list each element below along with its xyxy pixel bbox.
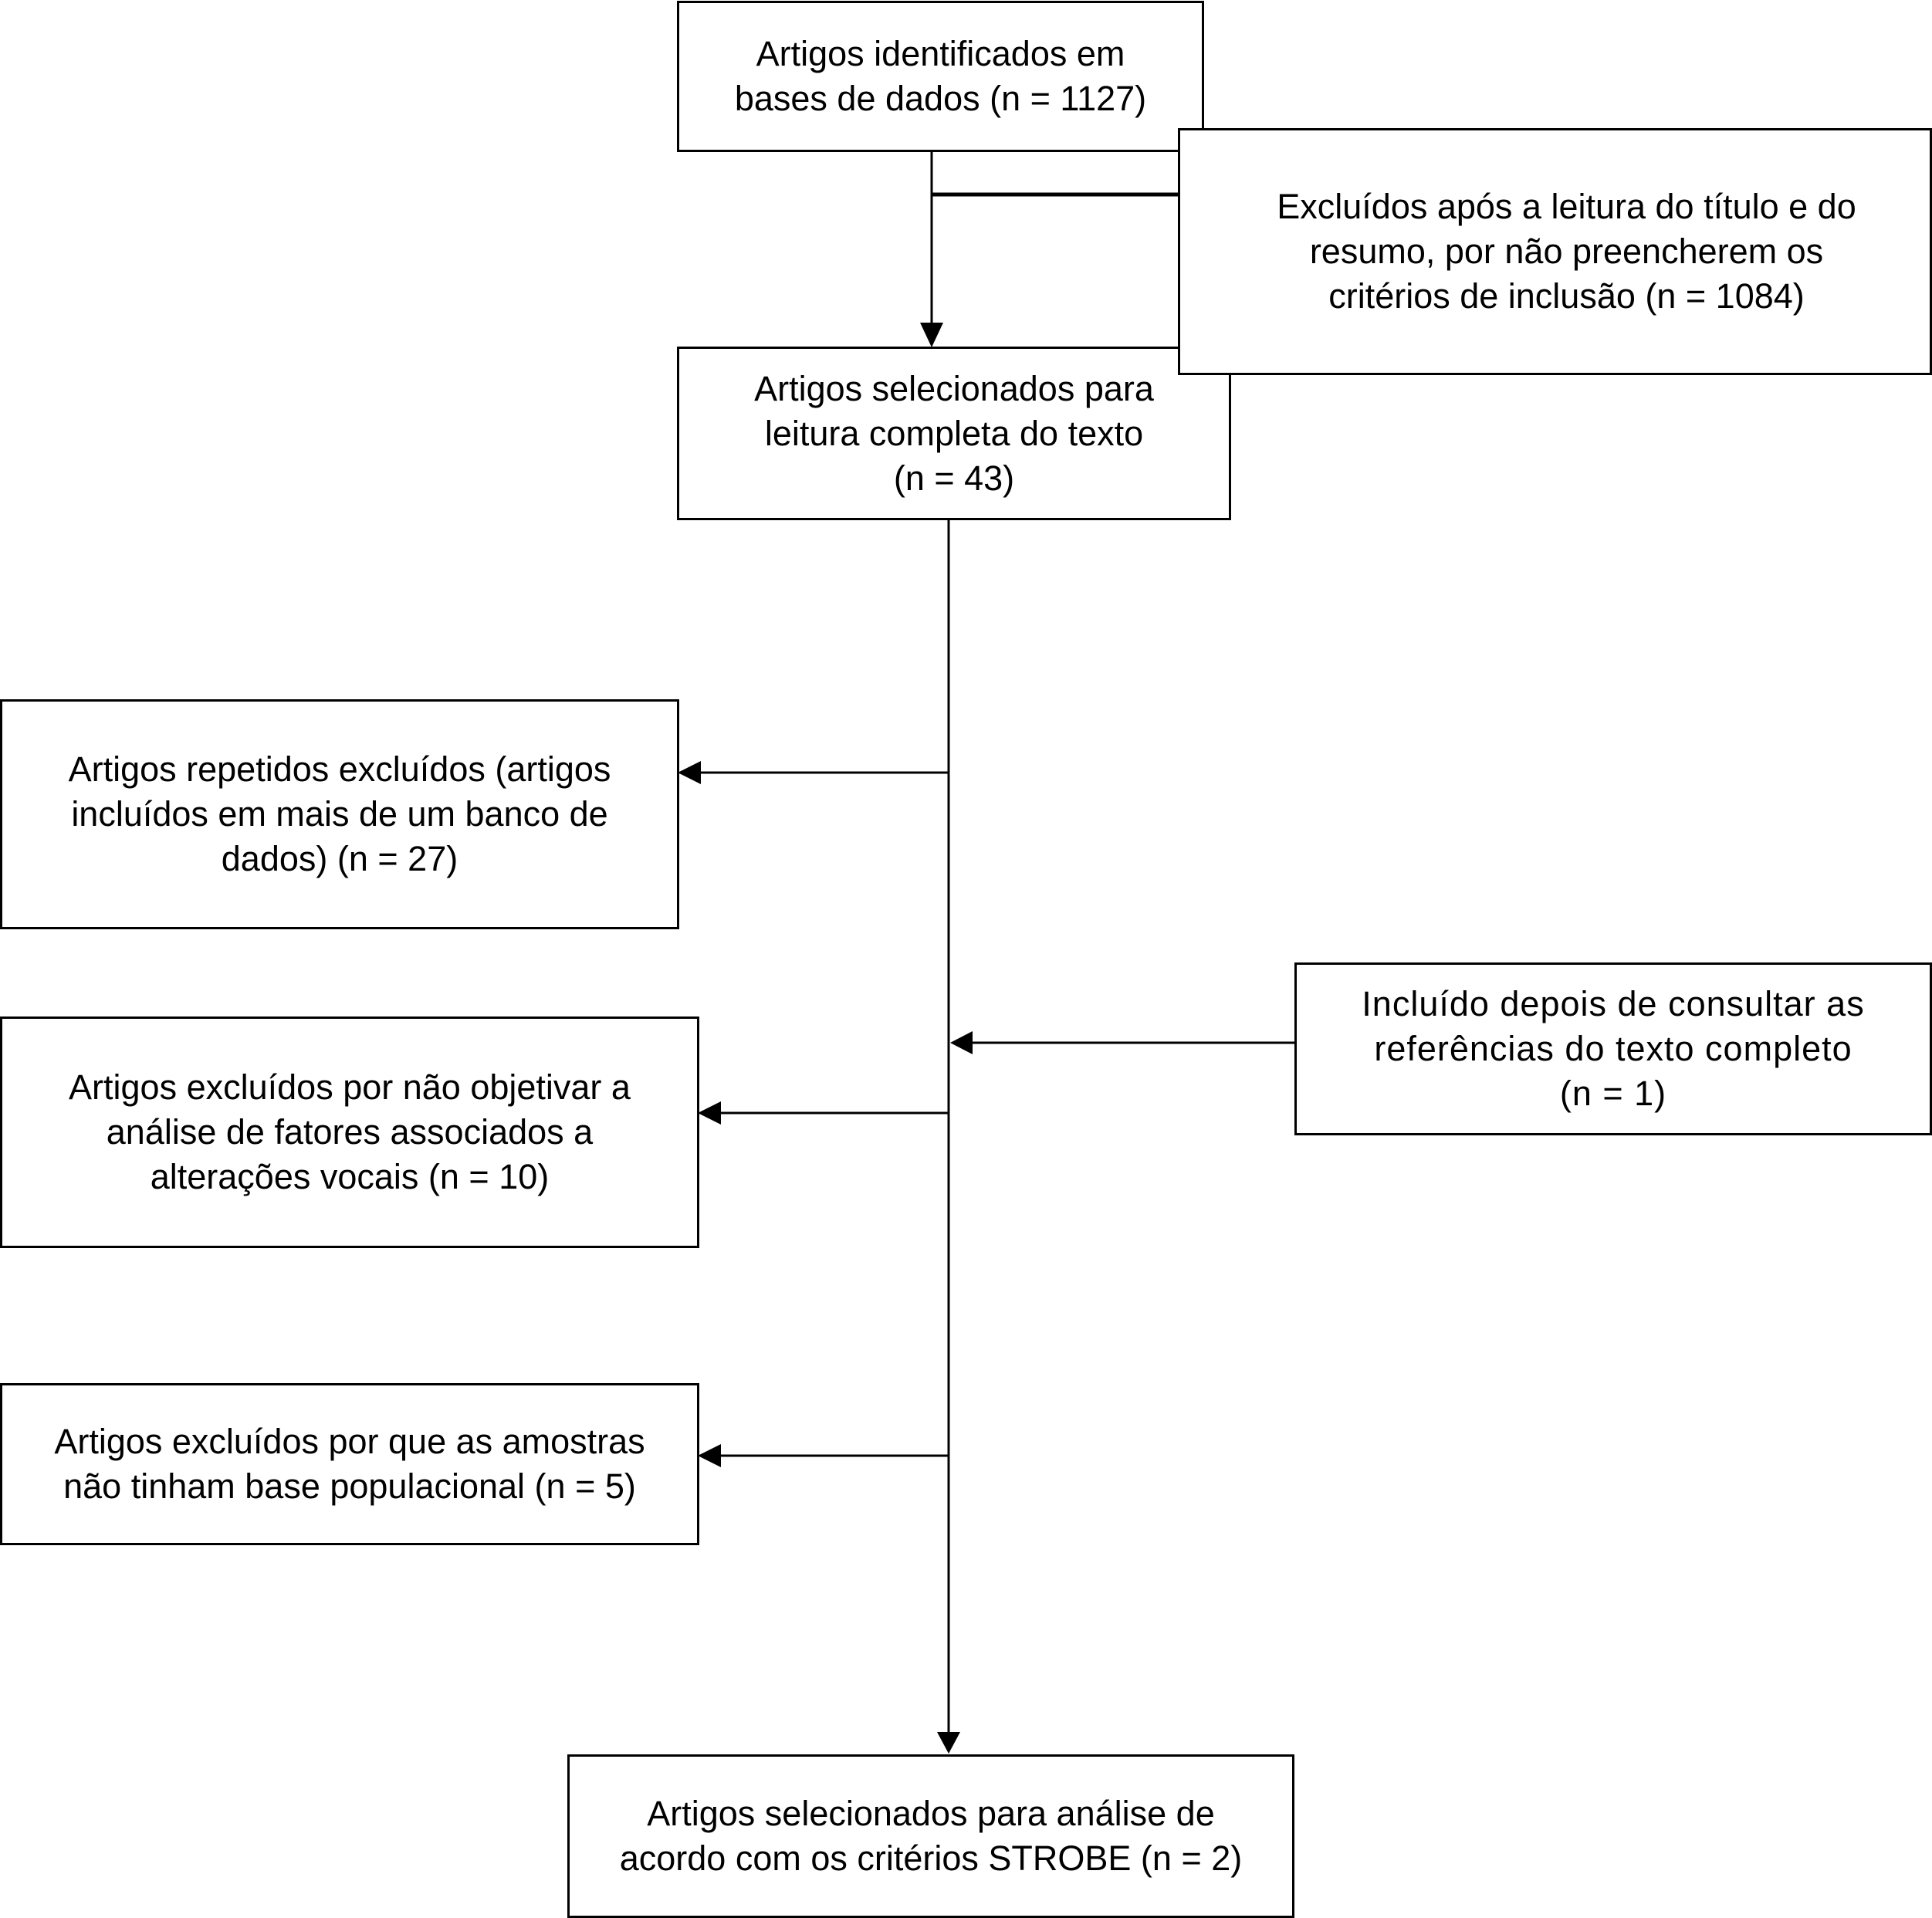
arrowhead-left-not-objective <box>698 1101 721 1125</box>
excluded-not-population-box: Artigos excluídos por que as amostras nã… <box>0 1383 699 1545</box>
arrowhead-down-selected <box>920 323 943 347</box>
repeated-excluded-text: Artigos repetidos excluídos (artigos inc… <box>68 749 611 878</box>
excluded-not-objective-box: Artigos excluídos por não objetivar a an… <box>0 1017 699 1248</box>
excluded-not-objective-text: Artigos excluídos por não objetivar a an… <box>69 1067 631 1196</box>
selected-full-text-text: Artigos selecionados para leitura comple… <box>754 368 1154 498</box>
final-selected-text: Artigos selecionados para análise de aco… <box>619 1794 1243 1878</box>
identified-articles-box: Artigos identificados em bases de dados … <box>677 1 1204 152</box>
included-references-text: Incluído depois de consultar as referênc… <box>1362 984 1865 1113</box>
excluded-title-abstract-text: Excluídos após a leitura do título e do … <box>1277 187 1856 316</box>
repeated-excluded-box: Artigos repetidos excluídos (artigos inc… <box>0 699 679 929</box>
arrowhead-left-not-population <box>698 1444 721 1467</box>
arrowhead-down-final <box>937 1732 960 1754</box>
arrowhead-left-repeated <box>678 761 701 784</box>
selected-full-text-box: Artigos selecionados para leitura comple… <box>677 347 1231 520</box>
arrowhead-left-references <box>950 1031 973 1054</box>
final-selected-box: Artigos selecionados para análise de aco… <box>567 1754 1294 1918</box>
excluded-not-population-text: Artigos excluídos por que as amostras nã… <box>54 1422 645 1506</box>
identified-articles-text: Artigos identificados em bases de dados … <box>734 34 1147 118</box>
included-references-box: Incluído depois de consultar as referênc… <box>1294 962 1932 1135</box>
excluded-title-abstract-box: Excluídos após a leitura do título e do … <box>1178 128 1932 375</box>
